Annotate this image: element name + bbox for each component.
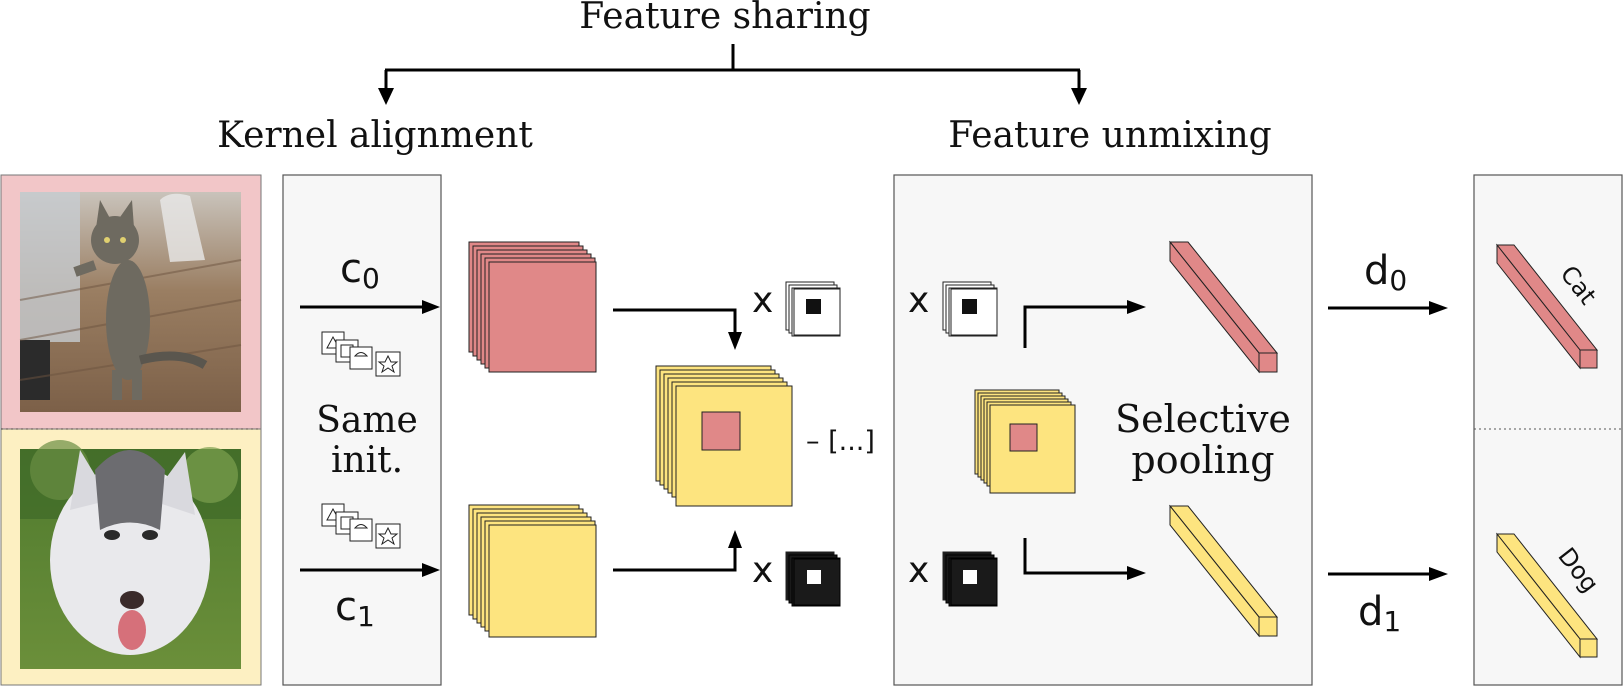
unmix-down-arrow [1023,538,1146,580]
selective-pooling-line2: pooling [1131,438,1274,482]
c1-arrow [300,563,440,577]
kernel-alignment-label: Kernel alignment [217,115,533,156]
input-images-panel [0,174,262,686]
mask-white-icon [942,281,998,337]
mask-black-icon [942,551,998,607]
red-to-merge-arrow [613,308,742,350]
kernel-alignment-panel [282,174,442,686]
times-sign: x [908,280,929,321]
feature-unmixing-label: Feature unmixing [948,115,1271,156]
same-init-line2: init. [331,440,403,481]
yellow-feature-stack [468,504,597,638]
dog-photo [20,440,241,669]
d1-label: d1 [1358,589,1401,638]
d0-arrow [1328,301,1448,315]
c0-arrow [300,300,440,314]
kernel-shapes-icon [321,331,401,377]
unmix-up-arrow [1023,300,1146,348]
mask-black-icon [785,551,841,607]
feature-sharing-bracket [378,44,1087,105]
ellipsis-label: – [...] [806,426,875,457]
feature-sharing-label: Feature sharing [579,0,870,37]
times-sign: x [908,550,929,591]
c1-label: c1 [335,584,375,633]
selective-pooling-line1: Selective [1115,397,1291,441]
c0-label: c0 [340,246,380,295]
yellow-to-merge-arrow [613,530,742,572]
times-sign: x [752,280,773,321]
merged-feature-stack-small [974,389,1076,494]
mask-white-icon [785,281,841,337]
red-feature-stack [468,241,597,373]
red-pooled-vector [1168,240,1279,374]
kernel-shapes-icon [321,503,401,549]
times-sign: x [752,550,773,591]
cat-output-vector [1495,243,1599,370]
d1-arrow [1328,567,1448,581]
d0-label: d0 [1364,248,1407,297]
cat-photo [19,192,242,412]
dog-output-vector [1495,532,1599,659]
yellow-pooled-vector [1168,504,1279,638]
same-init-line1: Same [316,400,418,441]
merged-feature-stack [655,365,793,507]
